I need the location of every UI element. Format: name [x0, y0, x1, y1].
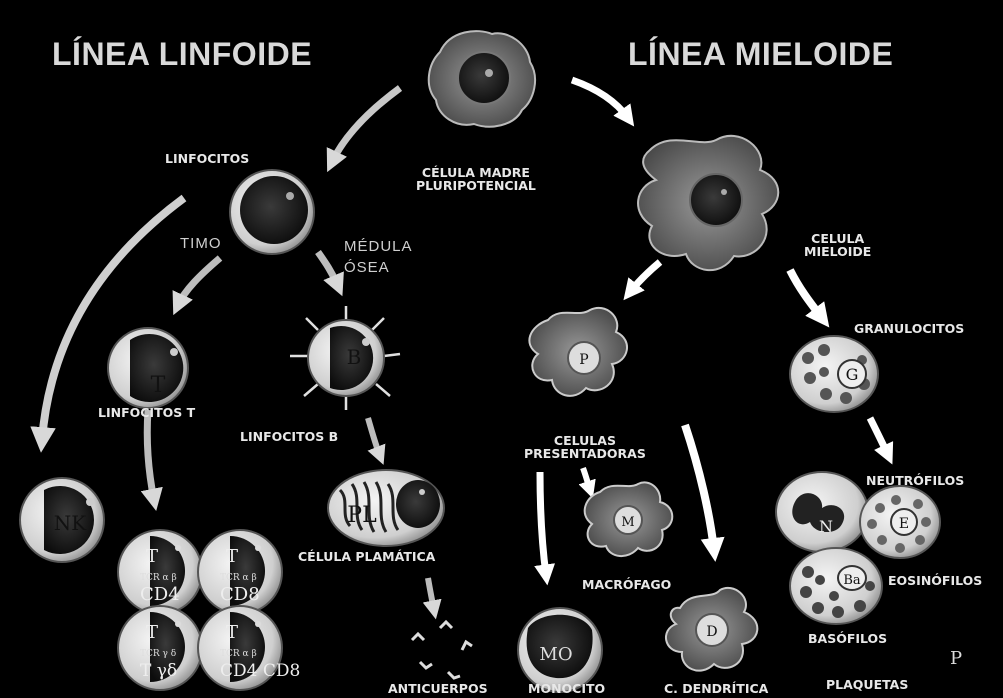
- linfocitos-label: LINFOCITOS: [165, 152, 249, 165]
- medula-label: MÉDULA ÓSEA: [344, 236, 413, 278]
- stem-cell: [429, 31, 535, 127]
- tcr-ab-3: TCR α β: [220, 649, 257, 659]
- monocito-label: MONOCITO: [528, 682, 605, 695]
- celula-plasmatica-label: CÉLULA PLAMÁTICA: [298, 550, 435, 563]
- letter-d: D: [706, 624, 717, 640]
- letter-b: B: [347, 345, 362, 369]
- celulas-presentadoras-label: CELULAS PRESENTADORAS: [524, 434, 646, 460]
- celula-mieloide-label: CELULA MIELOIDE: [804, 232, 871, 258]
- granulocyte: [790, 336, 878, 412]
- c-dendritica-label: C. DENDRÍTICA: [664, 682, 768, 695]
- antigen-presenting-cell: [529, 308, 627, 396]
- plasma-cell: [328, 470, 444, 546]
- letter-e: E: [899, 516, 909, 532]
- eosinofilos-label: EOSINÓFILOS: [888, 574, 982, 587]
- anticuerpos-label: ANTICUERPOS: [388, 682, 488, 695]
- letter-pl: PL: [347, 503, 377, 528]
- neutrophil: [776, 472, 868, 552]
- basofilos-label: BASÓFILOS: [808, 632, 887, 645]
- letter-t-cd4: T: [146, 546, 158, 567]
- myeloid-line-title: LÍNEA MIELOIDE: [628, 38, 893, 72]
- label-cd4: CD4: [140, 584, 180, 605]
- tcr-ab-2: TCR α β: [220, 573, 257, 583]
- letter-mo: MO: [539, 644, 572, 665]
- letter-ba: Ba: [843, 573, 861, 588]
- b-cell: [290, 306, 400, 410]
- timo-label: TIMO: [180, 236, 222, 252]
- letter-t-cd8: T: [226, 546, 238, 567]
- label-t-gd: T γδ: [140, 661, 177, 681]
- letter-n: N: [819, 517, 833, 536]
- plaquetas-label: PLAQUETAS: [826, 678, 908, 691]
- granulocitos-label: GRANULOCITOS: [854, 322, 964, 335]
- letter-p: P: [579, 352, 588, 368]
- letter-nk: NK: [54, 511, 88, 535]
- label-cd4cd8: CD4 CD8: [220, 661, 300, 681]
- letter-g: G: [846, 365, 859, 384]
- antibodies: [412, 622, 472, 678]
- tcr-gd: TCR γ δ: [140, 649, 176, 659]
- macrofago-label: MACRÓFAGO: [582, 578, 671, 591]
- letter-t: T: [151, 373, 166, 398]
- myeloid-cell: [638, 136, 778, 270]
- letter-t-cd4cd8: T: [226, 622, 238, 643]
- letter-plaquetas: P: [950, 648, 962, 669]
- label-cd8: CD8: [220, 584, 260, 605]
- linfocitos-t-label: LINFOCITOS T: [98, 406, 195, 419]
- tcr-ab-1: TCR α β: [140, 573, 177, 583]
- neutrofilos-label: NEUTRÓFILOS: [866, 474, 964, 487]
- lymphocyte-cell: [230, 170, 314, 254]
- letter-t-gd: T: [146, 622, 158, 643]
- stem-cell-label: CÉLULA MADRE PLURIPOTENCIAL: [416, 166, 536, 192]
- t-cell: [108, 328, 188, 408]
- basophil: [790, 548, 882, 624]
- lymphoid-line-title: LÍNEA LINFOIDE: [52, 38, 312, 72]
- linfocitos-b-label: LINFOCITOS B: [240, 430, 338, 443]
- letter-m: M: [621, 515, 634, 530]
